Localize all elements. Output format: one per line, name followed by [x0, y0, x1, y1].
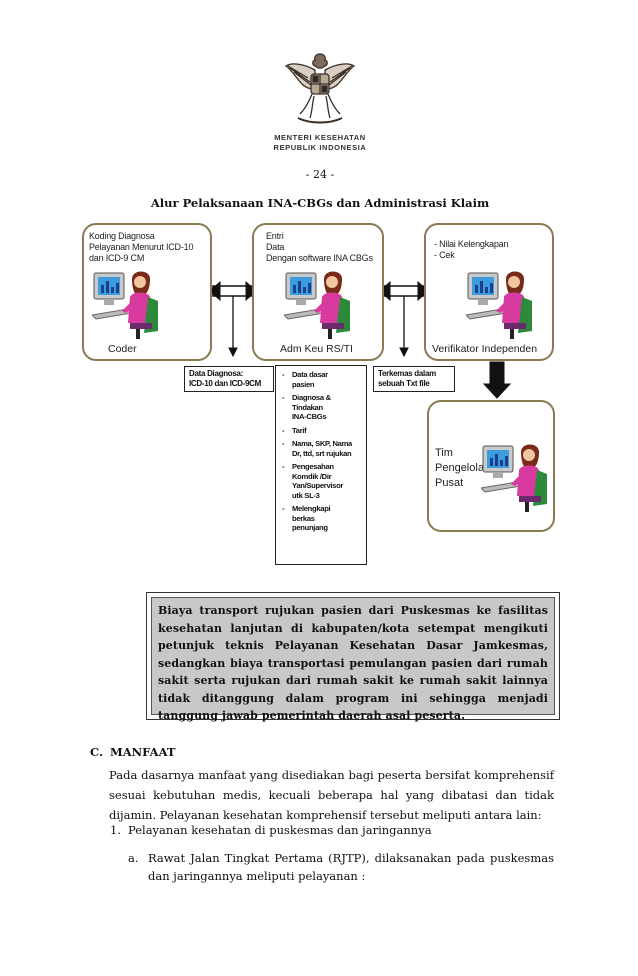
transport-note-box: Biaya transport rujukan pasien dari Pusk… — [146, 592, 560, 722]
computer-worker-icon — [466, 271, 532, 339]
note-inner: Biaya transport rujukan pasien dari Pusk… — [151, 597, 555, 722]
item-number: 1. — [110, 823, 121, 837]
list-item: - Tarif — [282, 425, 307, 435]
garuda-seal-logo — [284, 53, 356, 124]
section-heading: C. MANFAAT — [90, 745, 175, 759]
note-text: Biaya transport rujukan pasien dari Pusk… — [158, 604, 548, 722]
down-arrow-1 — [228, 347, 238, 358]
ministry-header: MENTERI KESEHATAN REPUBLIK INDONESIA — [240, 133, 400, 153]
central-team-text: Tim Pengelola Pusat — [435, 447, 484, 489]
admin-box-text: Entri Data Dengan software INA CBGs — [266, 231, 373, 263]
verifier-box: - Nilai Kelengkapan - Cek Verifikator In… — [424, 223, 554, 361]
ministry-line2: REPUBLIK INDONESIA — [273, 143, 367, 152]
page-number: - 24 - — [305, 168, 335, 181]
computer-worker-icon — [92, 271, 158, 339]
verifier-box-text: - Nilai Kelengkapan - Cek — [434, 239, 509, 260]
ministry-line1: MENTERI KESEHATAN — [274, 133, 366, 142]
down-arrow-2 — [399, 347, 409, 358]
list-item-1: 1. Pelayanan kesehatan di puskesmas dan j… — [110, 823, 432, 837]
admin-caption: Adm Keu RS/TI — [280, 343, 353, 355]
section-title: MANFAAT — [110, 745, 176, 759]
verifier-caption: Verifikator Independen — [432, 343, 538, 355]
coder-box: Koding Diagnosa Pelayanan Menurut ICD-10… — [82, 223, 212, 361]
arrow-right-1 — [245, 280, 257, 302]
item-text: Pelayanan kesehatan di puskesmas dan jar… — [128, 823, 432, 837]
item-letter: a. — [128, 851, 139, 865]
arrow-right-2 — [417, 280, 429, 302]
txt-file-note: Terkemas dalam sebuah Txt file — [373, 366, 455, 392]
section-letter: C. — [90, 745, 103, 759]
thick-arrow-head — [482, 383, 512, 399]
arrow-left-2 — [379, 280, 391, 302]
computer-worker-icon — [284, 271, 350, 339]
coder-caption: Coder — [108, 343, 137, 355]
section-paragraph: Pada dasarnya manfaat yang disediakan ba… — [109, 768, 554, 822]
central-team-box: Tim Pengelola Pusat — [427, 400, 555, 532]
item-text: Rawat Jalan Tingkat Pertama (RJTP), dila… — [148, 851, 554, 883]
coder-box-text: Koding Diagnosa Pelayanan Menurut ICD-10… — [89, 231, 194, 263]
thick-arrow-shaft — [489, 361, 505, 385]
arrow-left-1 — [209, 280, 221, 302]
admin-box: Entri Data Dengan software INA CBGs Adm … — [252, 223, 384, 361]
computer-worker-icon — [481, 444, 547, 512]
diagnosis-note: Data Diagnosa: ICD-10 dan ICD-9CM — [184, 366, 274, 392]
diagram-title: Alur Pelaksanaan INA-CBGs dan Administra… — [150, 196, 490, 210]
